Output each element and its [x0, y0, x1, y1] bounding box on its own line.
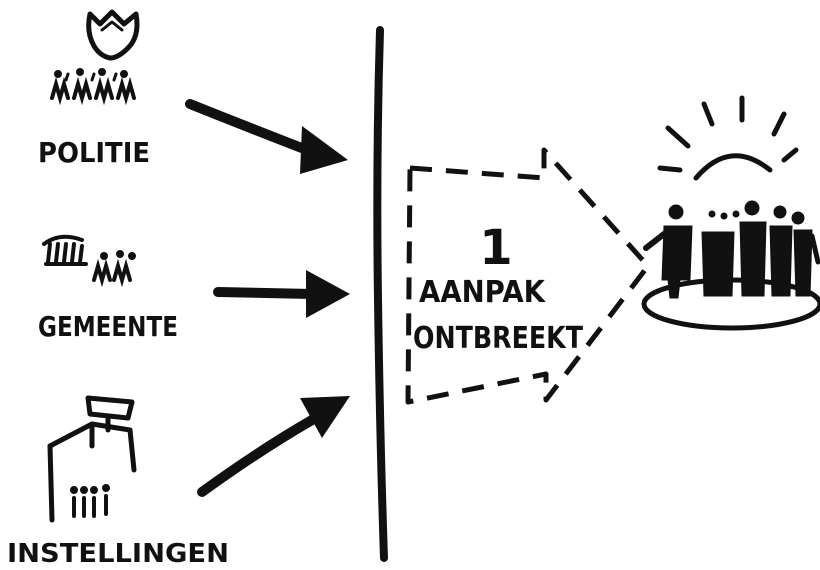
- arrow-politie: [185, 99, 348, 174]
- dashed-arrow-outline: [405, 147, 651, 405]
- barrier-line: [373, 26, 388, 562]
- source-label-gemeente: GEMEENTE: [38, 310, 178, 343]
- ground-ellipse: [641, 277, 820, 331]
- arrow-instellingen: [197, 396, 350, 497]
- police-officers-icon: [50, 68, 136, 106]
- citizens-icon: [92, 250, 136, 288]
- sun-icon: [657, 95, 799, 181]
- institution-building-icon: [47, 395, 137, 523]
- police-shield-icon: [86, 9, 140, 61]
- source-label-instellingen: INSTELLINGEN: [7, 539, 229, 569]
- arrow-gemeente: [213, 270, 350, 318]
- center-label-line2: ONTBREEKT: [413, 321, 583, 356]
- center-label-line1: AANPAK: [419, 275, 547, 310]
- town-hall-icon: [42, 234, 88, 266]
- people-group-icon: [643, 200, 820, 299]
- source-label-politie: POLITIE: [38, 136, 150, 169]
- step-number: 1: [479, 220, 512, 276]
- people-icon: [70, 484, 110, 518]
